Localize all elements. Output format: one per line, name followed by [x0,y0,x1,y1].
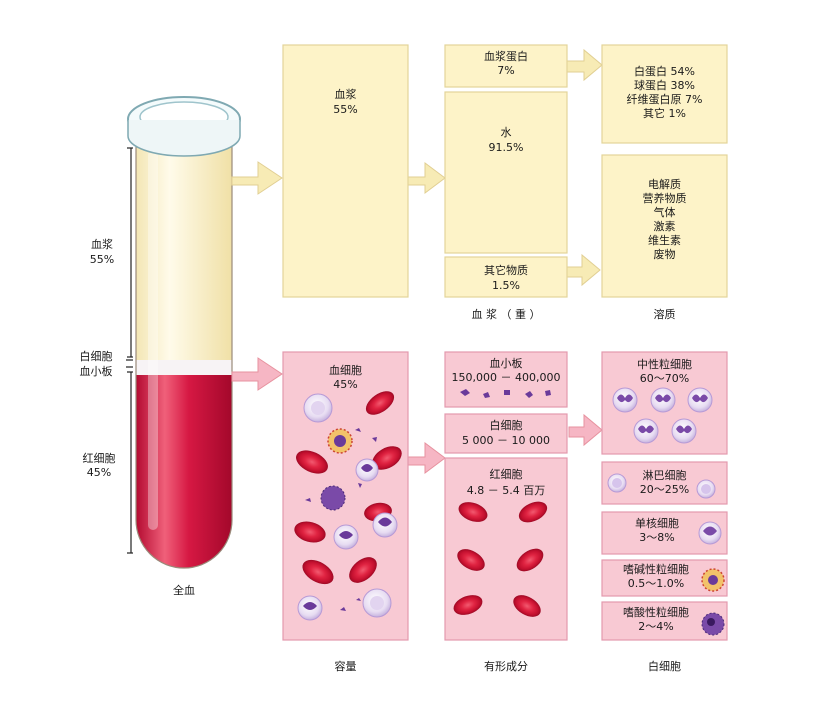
tube-bracket [126,147,133,554]
platelet-count: 150,000 － 400,000 [451,371,561,384]
platelets-illustration [460,389,551,398]
solute-waste: 废物 [653,248,676,261]
other-substances-label: 其它物质 [484,264,528,277]
protein-globulin: 球蛋白 38% [634,79,695,92]
lymphocyte-icons [607,473,716,499]
solute-nutrients: 营养物质 [642,192,687,205]
cells-box-pct: 45% [333,378,358,391]
tube-rbc-label: 红细胞 [82,452,116,465]
plasma-protein-label: 血浆蛋白 [484,50,528,63]
solute-gases: 气体 [653,206,676,219]
protein-albumin: 白蛋白 54% [634,65,695,78]
lymphocyte-label: 淋巴细胞 [642,469,687,482]
plasma-box-title: 血浆 [334,88,357,101]
eosinophil-icon [701,612,725,636]
basophil-pct: 0.5～1.0% [627,577,685,590]
tube-platelet-label: 血小板 [79,365,113,378]
leukocytes-caption: 白细胞 [648,660,681,673]
formed-caption: 有形成分 [484,660,528,673]
water-pct: 91.5% [488,141,524,154]
neutrophils-illustration [612,387,713,444]
plasma-protein-pct: 7% [497,64,515,77]
plasma-caption: 血 浆 （ 重 ） [471,308,541,321]
test-tube [127,96,241,569]
monocyte-pct: 3～8% [639,531,675,544]
water-label: 水 [500,126,512,139]
eosinophil-pct: 2～4% [638,620,674,633]
solute-vitamins: 维生素 [648,234,681,247]
plasma-arrows [231,48,603,287]
solutes-caption: 溶质 [653,308,676,321]
eosinophil-label: 嗜酸性粒细胞 [623,606,689,619]
solute-hormones: 激素 [653,220,676,233]
monocyte-icon [698,521,722,545]
platelet-label: 血小板 [489,357,523,370]
tube-caption: 全血 [173,584,195,597]
rbc-count: 4.8 － 5.4 百万 [466,484,546,497]
protein-fibrinogen: 纤维蛋白原 7% [626,93,703,106]
wbc-label: 白细胞 [489,419,523,432]
wbc-count: 5 000 － 10 000 [462,434,550,447]
lymphocyte-pct: 20～25% [639,483,690,496]
monocyte-label: 单核细胞 [635,517,679,530]
tube-plasma-pct: 55% [89,253,115,266]
tube-plasma-label: 血浆 [91,238,113,251]
plasma-box-pct: 55% [333,103,358,116]
neutrophil-pct: 60～70% [639,372,690,385]
basophil-label: 嗜碱性粒细胞 [623,563,689,576]
other-substances-pct: 1.5% [492,279,520,292]
neutrophil-label: 中性粒细胞 [637,358,692,371]
tube-wbc-label: 白细胞 [79,350,113,363]
protein-other: 其它 1% [643,107,686,120]
basophil-icon [701,568,725,592]
solute-electrolytes: 电解质 [648,178,681,191]
rbc-label: 红细胞 [489,468,523,481]
plasma-panels [282,44,728,298]
red-cells-illustration [453,501,548,617]
cells-caption: 容量 [334,660,357,673]
blood-cells-illustration [294,391,402,621]
tube-rbc-pct: 45% [86,466,112,479]
cells-box-title: 血细胞 [329,364,362,377]
cell-arrows [231,357,603,474]
